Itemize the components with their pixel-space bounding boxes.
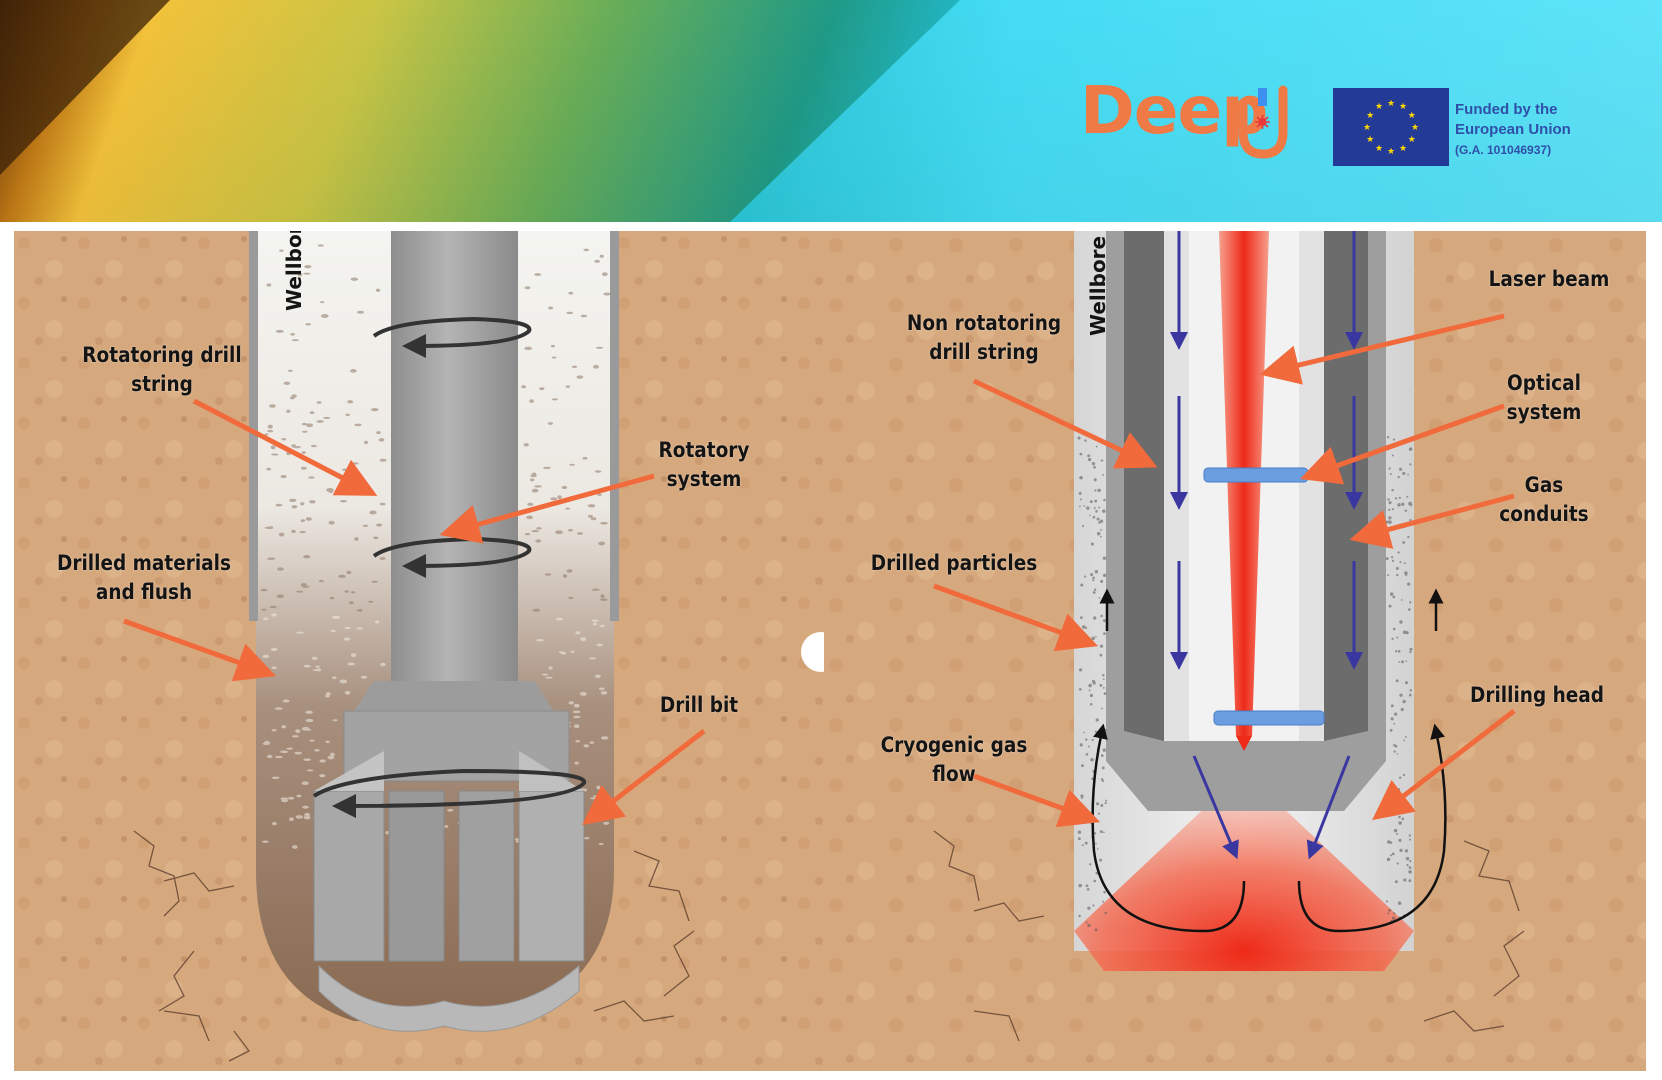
cryogenic-line-1: Cryogenic gas (880, 733, 1028, 757)
drilled-materials-label: Drilled materials and flush (47, 549, 241, 607)
header-banner: Deep ★★★★★★★★★★★★ Funded by the European… (0, 0, 1662, 222)
non-rotating-drill-string-label: Non rotatoring drill string (896, 309, 1072, 367)
funding-line-1: Funded by the (1455, 101, 1558, 118)
rock-cracks (933, 830, 1525, 1042)
laser-beam-label: Laser beam (1488, 267, 1610, 291)
eu-star-icon: ★ (1363, 123, 1371, 133)
eu-star-icon: ★ (1399, 144, 1407, 154)
drilled-materials-line-2: and flush (95, 580, 193, 604)
optical-lens-lower (1213, 710, 1325, 726)
rotating-drill-string-line-1: Rotatoring drill (82, 343, 242, 367)
laser-drilling-diagram: Wellbore Non rotatoring drill string Las… (824, 231, 1646, 1071)
eu-star-icon: ★ (1387, 99, 1395, 109)
rotatory-system-line-2: system (666, 467, 742, 491)
eu-star-icon: ★ (1375, 102, 1383, 112)
wellbore-label: Wellbore (282, 231, 306, 311)
rotatory-system-line-1: Rotatory (658, 438, 750, 462)
gas-conduits-label: Gas conduits (1491, 471, 1597, 529)
cryogenic-line-2: flow (932, 762, 976, 786)
laser-drilling-illustration (824, 231, 1646, 1071)
rotating-drill-string (391, 231, 518, 681)
non-rotating-line-1: Non rotatoring (906, 311, 1062, 335)
drill-bit (313, 751, 585, 1032)
drilled-materials-line-1: Drilled materials (56, 551, 231, 575)
eu-star-icon: ★ (1408, 111, 1416, 121)
cryogenic-gas-flow-label: Cryogenic gas flow (875, 731, 1033, 789)
eu-funding-text: Funded by the European Union (G.A. 10104… (1455, 100, 1571, 160)
funding-line-2: European Union (1455, 121, 1571, 138)
casing-left (249, 231, 258, 621)
gas-flow-arrows (1170, 231, 1363, 860)
drilling-head-label: Drilling head (1469, 683, 1605, 707)
deepu-logo-u-icon (1238, 85, 1288, 159)
mechanical-drilling-illustration (14, 231, 829, 1071)
non-rotating-line-2: drill string (929, 340, 1039, 364)
banner-diagonal-shapes (0, 0, 1662, 222)
eu-star-icon: ★ (1366, 135, 1374, 145)
drilled-particles-label: Drilled particles (870, 551, 1038, 575)
drilled-cuttings (260, 244, 611, 851)
optical-system-line-1: Optical (1507, 371, 1581, 395)
drill-bit-label: Drill bit (659, 693, 739, 717)
wellbore-label: Wellbore (1086, 235, 1110, 336)
pointer-arrows (123, 398, 706, 826)
eu-star-icon: ★ (1387, 147, 1395, 157)
deepu-logo: Deep (1080, 72, 1269, 149)
eu-star-icon: ★ (1366, 111, 1374, 121)
cryogenic-flow-arrows (1091, 588, 1447, 933)
eu-flag-icon: ★★★★★★★★★★★★ (1333, 88, 1449, 166)
casing-right (610, 231, 619, 621)
pointer-arrows (933, 313, 1516, 828)
grant-agreement: (G.A. 101046937) (1455, 143, 1552, 157)
heated-rock-zone (1074, 771, 1414, 971)
rock-cracks (133, 830, 695, 1062)
eu-star-icon: ★ (1411, 123, 1419, 133)
rotation-arrows (312, 316, 587, 818)
optical-lens-upper (1203, 467, 1309, 483)
optical-system-label: Optical system (1491, 369, 1597, 427)
gas-conduits-line-1: Gas (1524, 473, 1564, 497)
eu-star-icon: ★ (1399, 102, 1407, 112)
gas-conduits-line-2: conduits (1499, 502, 1589, 526)
mechanical-drilling-diagram: Wellbore Rotatoring drill string Rotator… (14, 231, 829, 1071)
rotating-drill-string-label: Rotatoring drill string (74, 341, 250, 399)
optical-system-line-2: system (1506, 400, 1582, 424)
eu-star-icon: ★ (1408, 135, 1416, 145)
laser-beam (1219, 231, 1269, 736)
rotatory-system-label: Rotatory system (651, 436, 757, 494)
rotating-drill-string-line-2: string (131, 372, 193, 396)
eu-star-icon: ★ (1375, 144, 1383, 154)
